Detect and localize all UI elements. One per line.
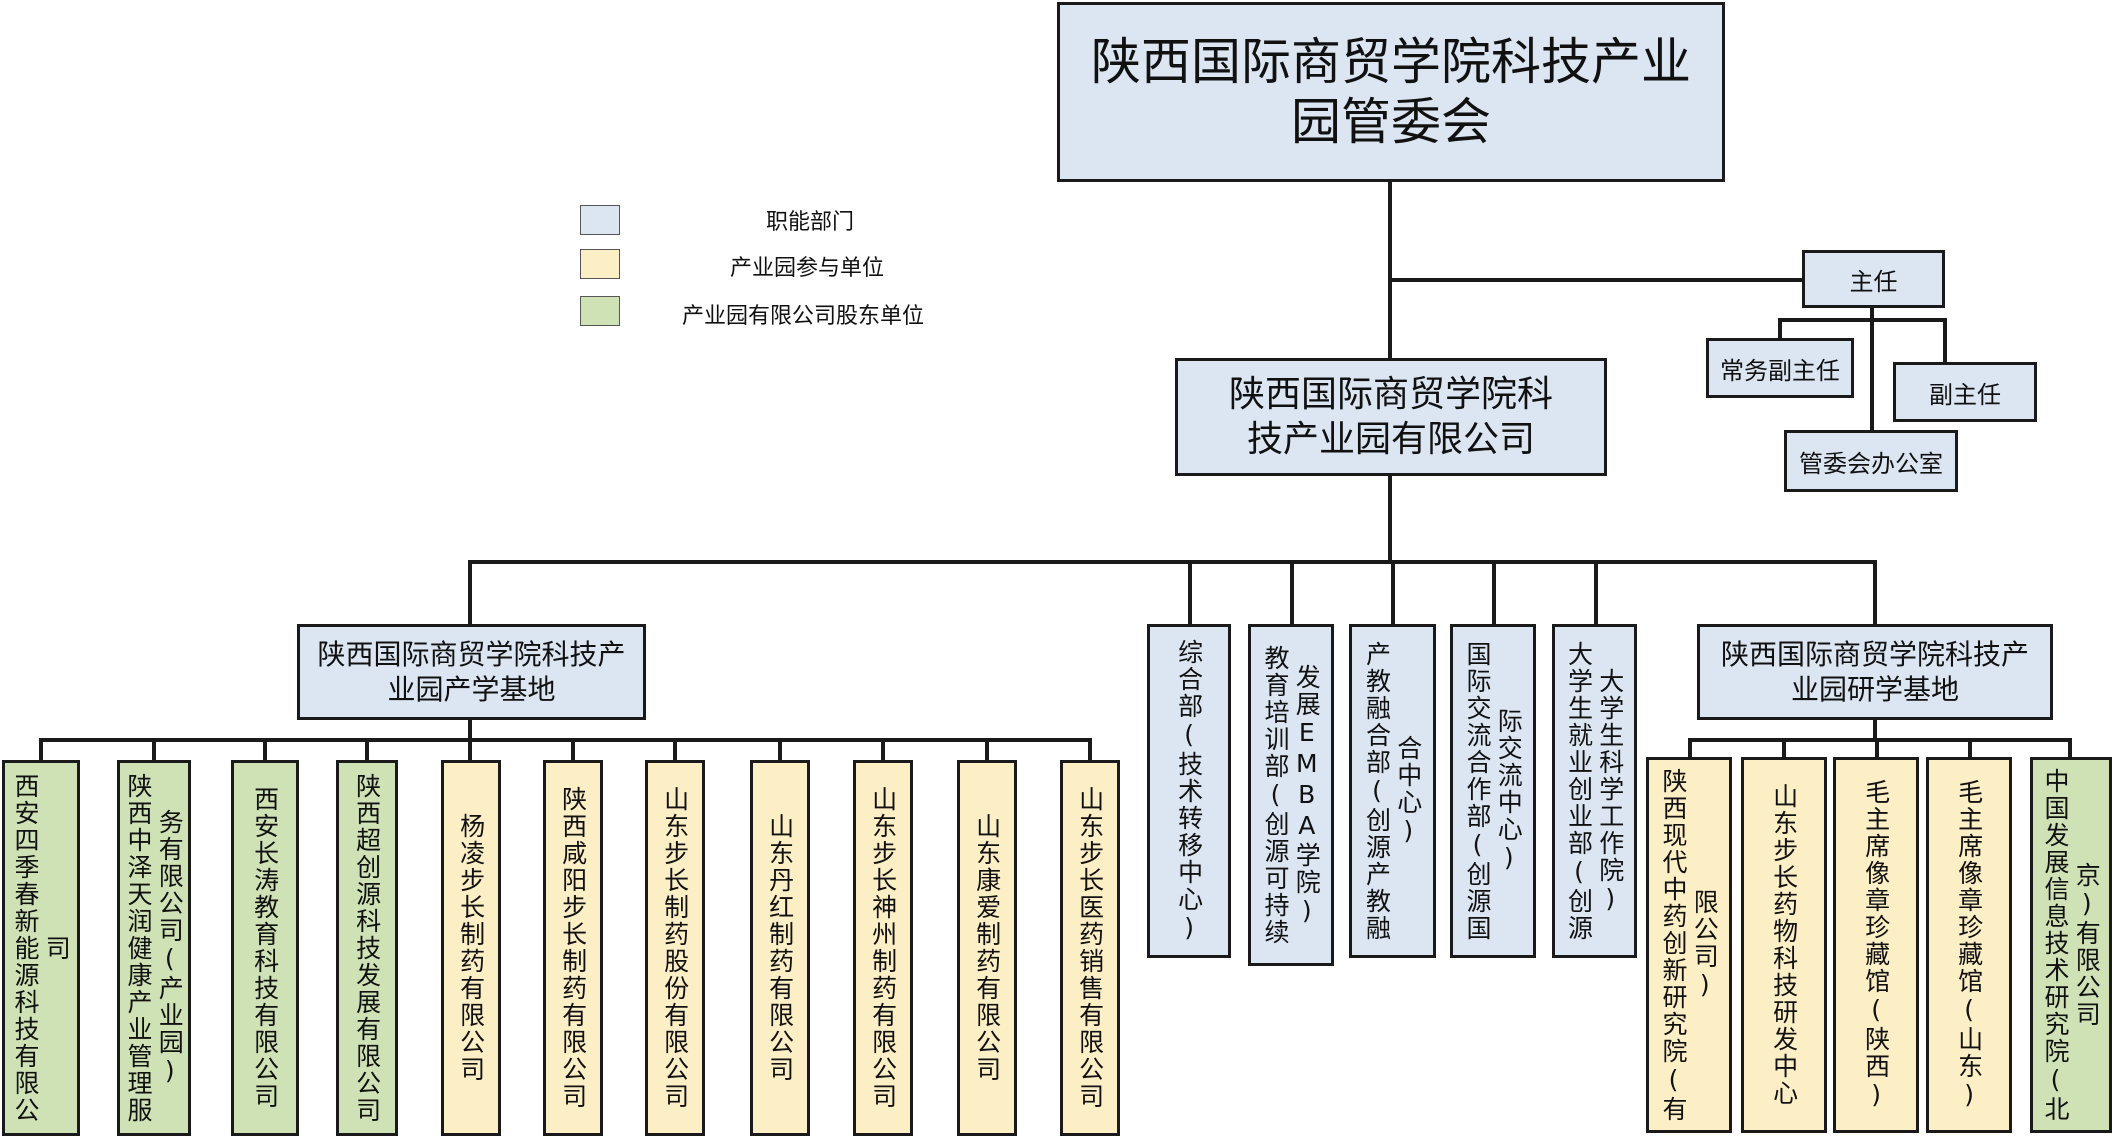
unit-box: 陕西中泽天润健康产业管理服务有限公司(产业园) [117,760,191,1136]
unit-box: 毛主席像章珍藏馆(陕西) [1833,757,1919,1133]
unit-label: 陕西现代中药创新研究院(有限公司) [1659,767,1720,1123]
management-committee-box: 陕西国际商贸学院科技产业园管委会 [1057,2,1725,182]
legend-swatch-shareholder [580,296,620,326]
department-box: 教育培训部(创源可持续发展EMBA学院) [1248,624,1334,966]
unit-box: 陕西现代中药创新研究院(有限公司) [1646,757,1732,1133]
department-label: 产教融合部(创源产教融合中心) [1362,640,1423,942]
unit-box: 山东丹红制药有限公司 [750,760,810,1136]
unit-label: 中国发展信息技术研究院(北京)有限公司 [2041,767,2102,1123]
unit-label: 山东步长制药股份有限公司 [660,786,690,1110]
unit-box: 山东步长药物科技研发中心 [1741,757,1827,1133]
unit-box: 毛主席像章珍藏馆(山东) [1926,757,2012,1133]
unit-label: 陕西中泽天润健康产业管理服务有限公司(产业园) [124,772,185,1124]
unit-box: 山东步长神州制药有限公司 [853,760,913,1136]
unit-box: 西安长涛教育科技有限公司 [231,760,299,1136]
unit-box: 西安四季春新能源科技有限公司 [2,760,80,1136]
department-box: 综合部(技术转移中心) [1147,624,1231,958]
unit-label: 山东步长药物科技研发中心 [1769,783,1799,1107]
unit-box: 中国发展信息技术研究院(北京)有限公司 [2030,757,2112,1133]
base-left-box: 陕西国际商贸学院科技产业园产学基地 [297,624,646,720]
unit-label: 山东步长神州制药有限公司 [868,786,898,1110]
office-label: 管委会办公室 [1799,449,1943,478]
office-box: 管委会办公室 [1784,430,1958,492]
unit-box: 陕西超创源科技发展有限公司 [336,760,398,1136]
unit-label: 毛主席像章珍藏馆(山东) [1954,779,1984,1111]
management-committee-title: 陕西国际商贸学院科技产业园管委会 [1091,33,1691,151]
director-box: 主任 [1802,250,1945,308]
legend-swatch-function [580,205,620,235]
legend-label-participant: 产业园参与单位 [730,256,885,281]
department-box: 产教融合部(创源产教融合中心) [1349,624,1436,958]
exec-deputy-label: 常务副主任 [1720,356,1840,385]
company-box: 陕西国际商贸学院科技产业园有限公司 [1175,358,1607,476]
unit-label: 杨凌步长制药有限公司 [456,813,486,1083]
deputy-label: 副主任 [1929,380,2001,409]
unit-box: 山东步长医药销售有限公司 [1060,760,1120,1136]
deputy-box: 副主任 [1893,362,2037,422]
unit-label: 山东丹红制药有限公司 [765,813,795,1083]
exec-deputy-box: 常务副主任 [1706,338,1854,398]
unit-box: 陕西咸阳步长制药有限公司 [543,760,603,1136]
unit-label: 西安长涛教育科技有限公司 [250,786,280,1110]
company-name: 陕西国际商贸学院科技产业园有限公司 [1228,374,1553,460]
unit-box: 杨凌步长制药有限公司 [441,760,501,1136]
department-label: 教育培训部(创源可持续发展EMBA学院) [1261,644,1322,946]
unit-label: 毛主席像章珍藏馆(陕西) [1861,779,1891,1111]
director-label: 主任 [1849,267,1898,296]
legend-label-shareholder: 产业园有限公司股东单位 [682,304,925,329]
unit-label: 山东步长医药销售有限公司 [1075,786,1105,1110]
unit-label: 陕西咸阳步长制药有限公司 [558,786,588,1110]
unit-label: 山东康爱制药有限公司 [972,813,1002,1083]
department-label: 大学生就业创业部(创源大学生科学工作院) [1564,640,1625,942]
base-right-name: 陕西国际商贸学院科技产业园研学基地 [1720,638,2029,706]
department-box: 大学生就业创业部(创源大学生科学工作院) [1552,624,1637,958]
department-box: 国际交流合作部(创源国际交流中心) [1450,624,1536,958]
legend-label-function: 职能部门 [766,210,855,235]
unit-label: 西安四季春新能源科技有限公司 [11,772,72,1124]
department-label: 综合部(技术转移中心) [1174,638,1204,944]
unit-box: 山东康爱制药有限公司 [957,760,1017,1136]
department-label: 国际交流合作部(创源国际交流中心) [1463,640,1524,942]
legend-swatch-participant [580,249,620,279]
unit-box: 山东步长制药股份有限公司 [645,760,705,1136]
base-left-name: 陕西国际商贸学院科技产业园产学基地 [317,638,626,706]
base-right-box: 陕西国际商贸学院科技产业园研学基地 [1697,624,2053,720]
unit-label: 陕西超创源科技发展有限公司 [352,772,382,1124]
